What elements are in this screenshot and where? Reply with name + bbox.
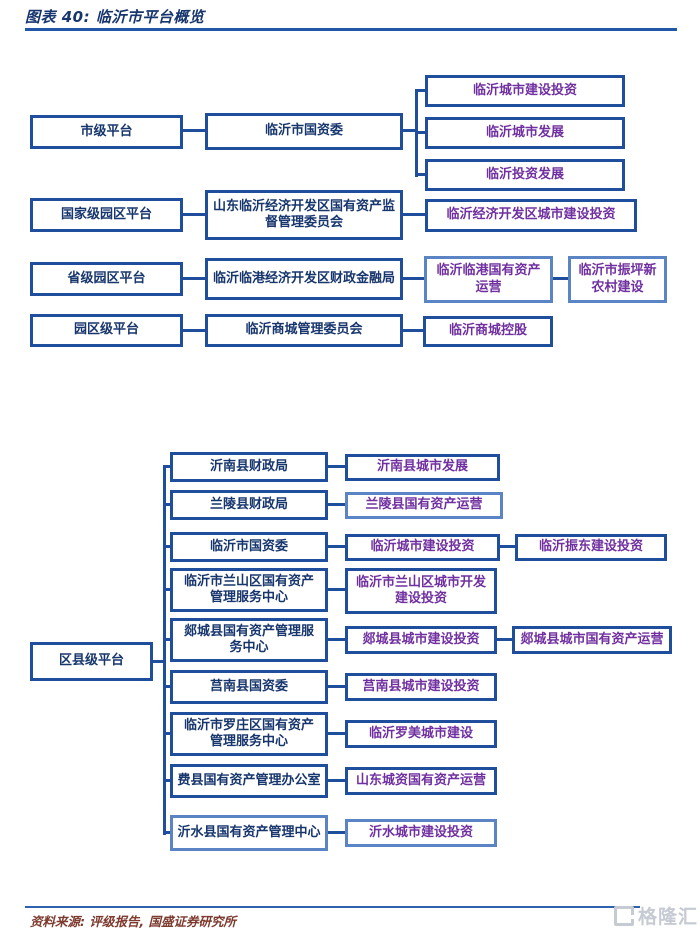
spine-vertical-line	[163, 465, 166, 835]
source-note: 资料来源: 评级报告, 国盛证券研究所	[30, 914, 236, 929]
connector-h	[163, 685, 170, 688]
footer-rule	[25, 906, 640, 908]
connector-h	[328, 779, 345, 782]
node-feixian-asset-office: 费县国有资产管理办公室	[170, 764, 328, 798]
node-linyi-mall-committee: 临沂商城管理委员会	[205, 314, 403, 347]
node-linyi-edz-sasac: 山东临沂经济开发区国有资产监督管理委员会	[205, 190, 403, 240]
connector-h	[328, 545, 345, 548]
connector-h	[415, 173, 425, 176]
connector-h	[500, 545, 515, 548]
node-tancheng-asset-service-center: 郯城县国有资产管理服务中心	[170, 618, 328, 662]
node-lanshan-urban-development-construction: 临沂市兰山区城市开发建设投资	[345, 568, 497, 614]
connector-h	[163, 588, 170, 591]
connector-h	[328, 831, 345, 834]
connector-h	[183, 213, 205, 216]
node-lanling-finance-bureau: 兰陵县财政局	[170, 490, 328, 520]
connector-h	[163, 779, 170, 782]
figure-title: 图表 40: 临沂市平台概览	[25, 8, 205, 26]
connector-h	[328, 732, 345, 735]
connector-h	[553, 277, 568, 280]
gelonghui-logo-icon	[614, 905, 634, 926]
connector-h	[415, 131, 425, 134]
connector-h	[163, 831, 170, 834]
connector-h	[403, 329, 423, 332]
node-national-park-platform: 国家级园区平台	[30, 198, 183, 232]
node-yinan-finance-bureau: 沂南县财政局	[170, 452, 328, 482]
connector-h	[163, 545, 170, 548]
node-lingang-finance-bureau: 临沂临港经济开发区财政金融局	[205, 258, 403, 300]
connector-h	[328, 588, 345, 591]
node-lanshan-asset-service-center: 临沂市兰山区国有资产管理服务中心	[170, 568, 328, 612]
connector-h	[163, 638, 170, 641]
gelonghui-logo: 格隆汇	[614, 902, 698, 929]
node-linyi-sasac-county-row: 临沂市国资委	[170, 532, 328, 562]
node-linyi-investment-development: 临沂投资发展	[425, 159, 625, 191]
connector-h	[497, 638, 512, 641]
connector-h	[403, 129, 417, 132]
title-underline	[25, 28, 677, 31]
node-linyi-sasac: 临沂市国资委	[205, 113, 403, 150]
connector-h	[403, 277, 424, 280]
node-linyi-urban-development: 临沂城市发展	[425, 117, 625, 149]
node-zhenping-new-rural-construction: 临沂市振坪新农村建设	[568, 256, 667, 303]
node-linyi-edz-urban-construction: 临沂经济开发区城市建设投资	[425, 199, 637, 232]
connector-h	[163, 732, 170, 735]
connector-h	[183, 277, 205, 280]
connector-h	[183, 329, 205, 332]
node-county-level-platform: 区县级平台	[30, 642, 153, 681]
node-luozhuang-asset-service-center: 临沂市罗庄区国有资产管理服务中心	[170, 712, 328, 756]
connector-h	[163, 465, 170, 468]
connector-h	[183, 129, 205, 132]
node-provincial-park-platform: 省级园区平台	[30, 262, 183, 296]
node-linyi-luomei-urban-construction: 临沂罗美城市建设	[345, 720, 497, 748]
node-yinan-urban-development: 沂南县城市发展	[345, 454, 500, 481]
node-linyi-urban-construction-investment-2: 临沂城市建设投资	[345, 534, 500, 561]
connector-h	[328, 685, 345, 688]
connector-h	[153, 660, 163, 663]
connector-h	[328, 465, 345, 468]
node-tancheng-urban-state-asset-operation: 郯城县城市国有资产运营	[512, 626, 672, 654]
connector-h	[163, 503, 170, 506]
node-linyi-zhendong-construction: 临沂振东建设投资	[515, 534, 667, 561]
node-yishui-urban-construction: 沂水城市建设投资	[345, 819, 497, 847]
connector-h	[328, 638, 345, 641]
gelonghui-logo-text: 格隆汇	[638, 906, 699, 928]
node-junan-urban-construction: 莒南县城市建设投资	[345, 673, 497, 701]
node-lanling-state-asset-operation: 兰陵县国有资产运营	[345, 492, 503, 519]
node-junan-sasac: 莒南县国资委	[170, 670, 328, 704]
node-tancheng-urban-construction: 郯城县城市建设投资	[345, 626, 497, 654]
node-shandong-chengzi-asset-operation: 山东城资国有资产运营	[345, 767, 497, 795]
node-linyi-mall-holdings: 临沂商城控股	[423, 316, 553, 347]
node-linyi-urban-construction-investment: 临沂城市建设投资	[425, 75, 625, 107]
node-lingang-state-asset-operation: 临沂临港国有资产运营	[424, 256, 553, 303]
connector-h	[415, 89, 425, 92]
connector-h	[403, 213, 425, 216]
node-municipal-platform: 市级平台	[30, 115, 183, 149]
connector-h	[328, 503, 345, 506]
node-yishui-asset-center: 沂水县国有资产管理中心	[170, 815, 328, 851]
node-park-level-platform: 园区级平台	[30, 314, 183, 347]
